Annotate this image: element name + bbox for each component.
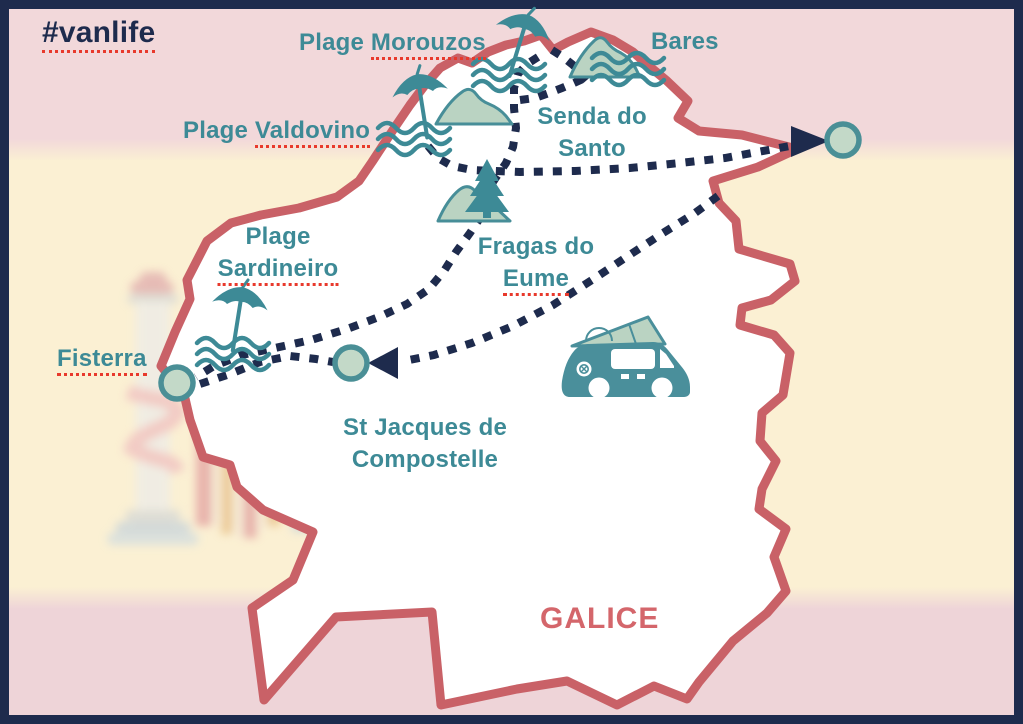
marker-circle-stjacques <box>332 344 370 382</box>
route-arrow-stjacques-icon <box>368 347 398 379</box>
route-junction-bares <box>519 74 587 104</box>
label-plage-valdovino: Plage Valdovino <box>183 116 371 148</box>
marker-circle-east <box>824 121 862 159</box>
label-senda-do-santo: Senda do Santo <box>537 103 647 162</box>
route-arrow-east-icon <box>791 126 829 157</box>
hashtag-title: #vanlife <box>42 16 156 53</box>
hashtag-text: #vanlife <box>42 16 156 53</box>
galicia-outline <box>156 27 802 710</box>
marker-circle-fisterra <box>158 364 196 402</box>
route-east-stjacques <box>403 192 721 365</box>
label-plage-sardineiro: Plage Sardineiro <box>217 221 339 286</box>
route-valdovino-east <box>424 142 791 177</box>
location-circle-markers <box>158 121 862 402</box>
label-fragas-do-eume: Fragas do Eume <box>478 231 595 296</box>
route-fragas-fisterra <box>193 212 486 381</box>
label-plage-morouzos: Plage Morouzos <box>299 28 486 60</box>
label-bares: Bares <box>651 28 719 55</box>
label-st-jacques: St Jacques de Compostelle <box>342 414 508 473</box>
mountain-icons <box>434 36 642 223</box>
camper-van-icon <box>561 315 690 399</box>
label-fisterra: Fisterra <box>57 344 147 376</box>
label-galice: GALICE <box>540 602 660 635</box>
mountain-icon-valdovino <box>434 87 514 126</box>
pine-tree-icon <box>465 159 509 218</box>
route-fisterra-stjacques <box>198 351 334 388</box>
